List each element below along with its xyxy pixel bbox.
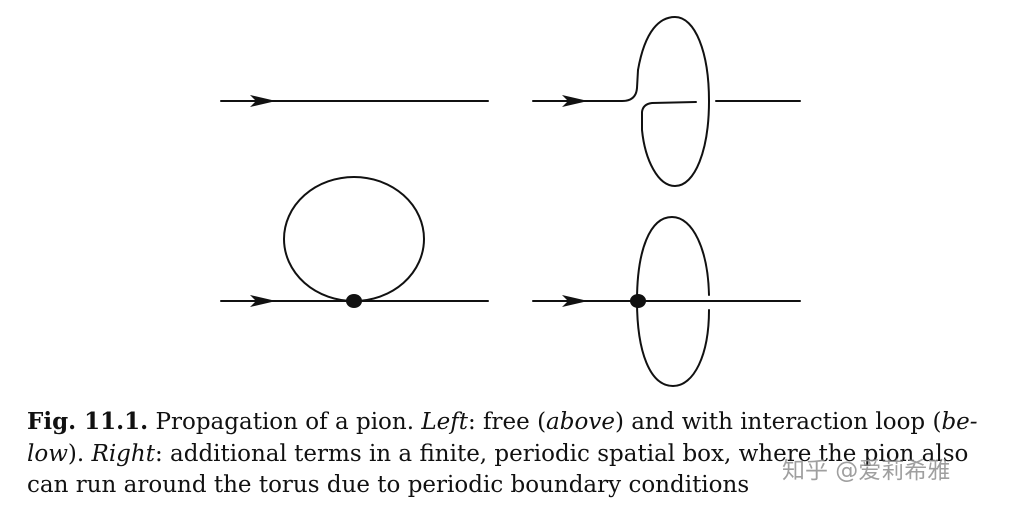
caption-line-2: low). Right: additional terms in a finit… <box>27 439 1007 471</box>
arrow-icon <box>250 95 276 107</box>
figure-label: Fig. 11.1. <box>27 408 149 435</box>
caption-text: : additional terms in a finite, periodic… <box>154 440 969 467</box>
interaction-vertex-dot <box>630 294 646 308</box>
figure-caption: Fig. 11.1. Propagation of a pion. Left: … <box>27 406 1007 502</box>
caption-text: Propagation of a pion. <box>148 409 422 435</box>
arrow-icon <box>250 295 276 307</box>
interaction-vertex-dot <box>346 294 362 308</box>
caption-below-label-part2: low <box>27 440 68 467</box>
caption-line-3: can run around the torus due to periodic… <box>27 472 750 498</box>
caption-text: : free ( <box>467 409 547 435</box>
caption-text: ) and with interaction loop ( <box>614 409 942 435</box>
diagram-interaction-loop <box>220 176 489 302</box>
caption-below-label-part1: be- <box>941 409 978 435</box>
pion-propagation-diagrams <box>220 15 801 388</box>
caption-above-label: above <box>546 409 615 435</box>
watermark: 知乎 @爱莉希雅 <box>782 458 951 484</box>
caption-left-label: Left <box>421 409 468 435</box>
caption-text: ). <box>67 440 92 467</box>
arrow-icon <box>562 95 588 107</box>
caption-right-label: Right <box>91 440 155 467</box>
arrow-icon <box>562 295 588 307</box>
arrowheads <box>250 95 588 307</box>
caption-line-1: Fig. 11.1. Propagation of a pion. Left: … <box>27 406 1007 439</box>
